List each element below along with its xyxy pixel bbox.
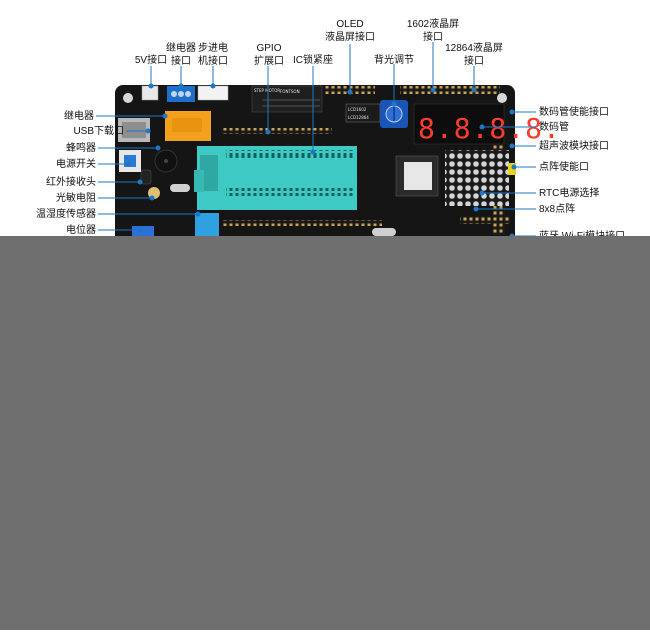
terminal-screw [171, 91, 177, 97]
crystal-right [372, 228, 396, 236]
label-stepper-line1: 步进电 [198, 43, 228, 54]
label-gpio-line1: GPIO [256, 43, 282, 54]
zif-row-top [226, 150, 354, 158]
potentiometer [132, 226, 154, 236]
label-lcd12864: 12864液晶屏 接口 [440, 42, 508, 68]
silkscreen-lcd12864: LCD12864 [348, 115, 369, 120]
label-matrix-enable: 点阵使能口 [539, 162, 589, 173]
crystal-oscillator [170, 184, 190, 192]
label-gpio-line2: 扩展口 [254, 56, 284, 67]
seven-segment-digits: 8.8.8.8. [418, 112, 561, 145]
leader-lines [96, 42, 536, 239]
lcd-header-strip [400, 86, 500, 94]
label-lcd1602: 1602液晶屏 接口 [400, 18, 466, 44]
label-relay-interface: 继电器 接口 [158, 42, 204, 68]
label-buzzer: 蜂鸣器 [66, 143, 96, 154]
label-lcd1602-line1: 1602液晶屏 [406, 19, 460, 30]
temp-humidity-sensor [195, 213, 219, 236]
label-ic-socket: IC锁紧座 [293, 55, 333, 66]
label-relay: 继电器 [64, 111, 94, 122]
label-usb: USB下载口 [73, 126, 124, 137]
gpio-header-top [222, 128, 332, 134]
label-stepper: 步进电 机接口 [190, 42, 236, 68]
usb-port-inner [122, 122, 146, 138]
label-seven-segment: 数码管 [539, 122, 569, 133]
gpio-header-bottom [222, 220, 382, 226]
label-gpio: GPIO 扩展口 [246, 42, 292, 68]
matrix-enable-jumper [508, 163, 516, 175]
label-temp-humidity: 温湿度传感器 [36, 209, 96, 220]
label-relay-interface-line1: 继电器 [166, 43, 196, 54]
zif-row-bottom [226, 188, 354, 196]
label-potentiometer: 电位器 [66, 225, 96, 236]
label-lcd1602-line2: 接口 [423, 32, 443, 43]
terminal-screw [178, 91, 184, 97]
label-led-matrix: 8x8点阵 [539, 204, 576, 215]
label-oled-line1: OLED [336, 19, 364, 30]
label-5v: 5V接口 [134, 55, 168, 66]
label-stepper-line2: 机接口 [198, 56, 228, 67]
label-ultrasonic: 超声波模块接口 [539, 141, 609, 152]
label-power-switch: 电源开关 [56, 159, 96, 170]
label-backlight: 背光调节 [374, 55, 414, 66]
obscured-region [0, 236, 650, 630]
label-photoresistor: 光敏电阻 [56, 193, 96, 204]
label-rtc-power: RTC电源选择 [539, 188, 600, 199]
label-lcd12864-line2: 接口 [464, 56, 484, 67]
relay-label-area [172, 118, 202, 132]
silkscreen-fontson-text: FONTSON [280, 89, 300, 94]
zif-lever [200, 155, 218, 191]
silkscreen-panel [251, 85, 323, 113]
bt-wifi-header [460, 216, 510, 224]
silkscreen-stepper-text: STEP MOTOR [254, 88, 280, 93]
terminal-screw [185, 91, 191, 97]
led-matrix-8x8 [445, 150, 509, 206]
mounting-hole [123, 93, 133, 103]
zif-lever-handle [194, 170, 204, 192]
label-oled-line2: 液晶屏接口 [325, 32, 375, 43]
buzzer-hole [164, 159, 168, 163]
label-oled: OLED 液晶屏接口 [320, 18, 380, 44]
label-lcd12864-line1: 12864液晶屏 [445, 43, 503, 54]
mounting-hole [497, 93, 507, 103]
silkscreen-lcd1602: LCD1602 [348, 107, 367, 112]
dip-switch-body [404, 162, 432, 190]
label-ir-receiver: 红外接收头 [46, 177, 96, 188]
seven-segment-display [413, 103, 505, 145]
label-seg-enable: 数码管使能接口 [539, 107, 609, 118]
label-relay-interface-line2: 接口 [171, 56, 191, 67]
ir-receiver [140, 169, 152, 185]
